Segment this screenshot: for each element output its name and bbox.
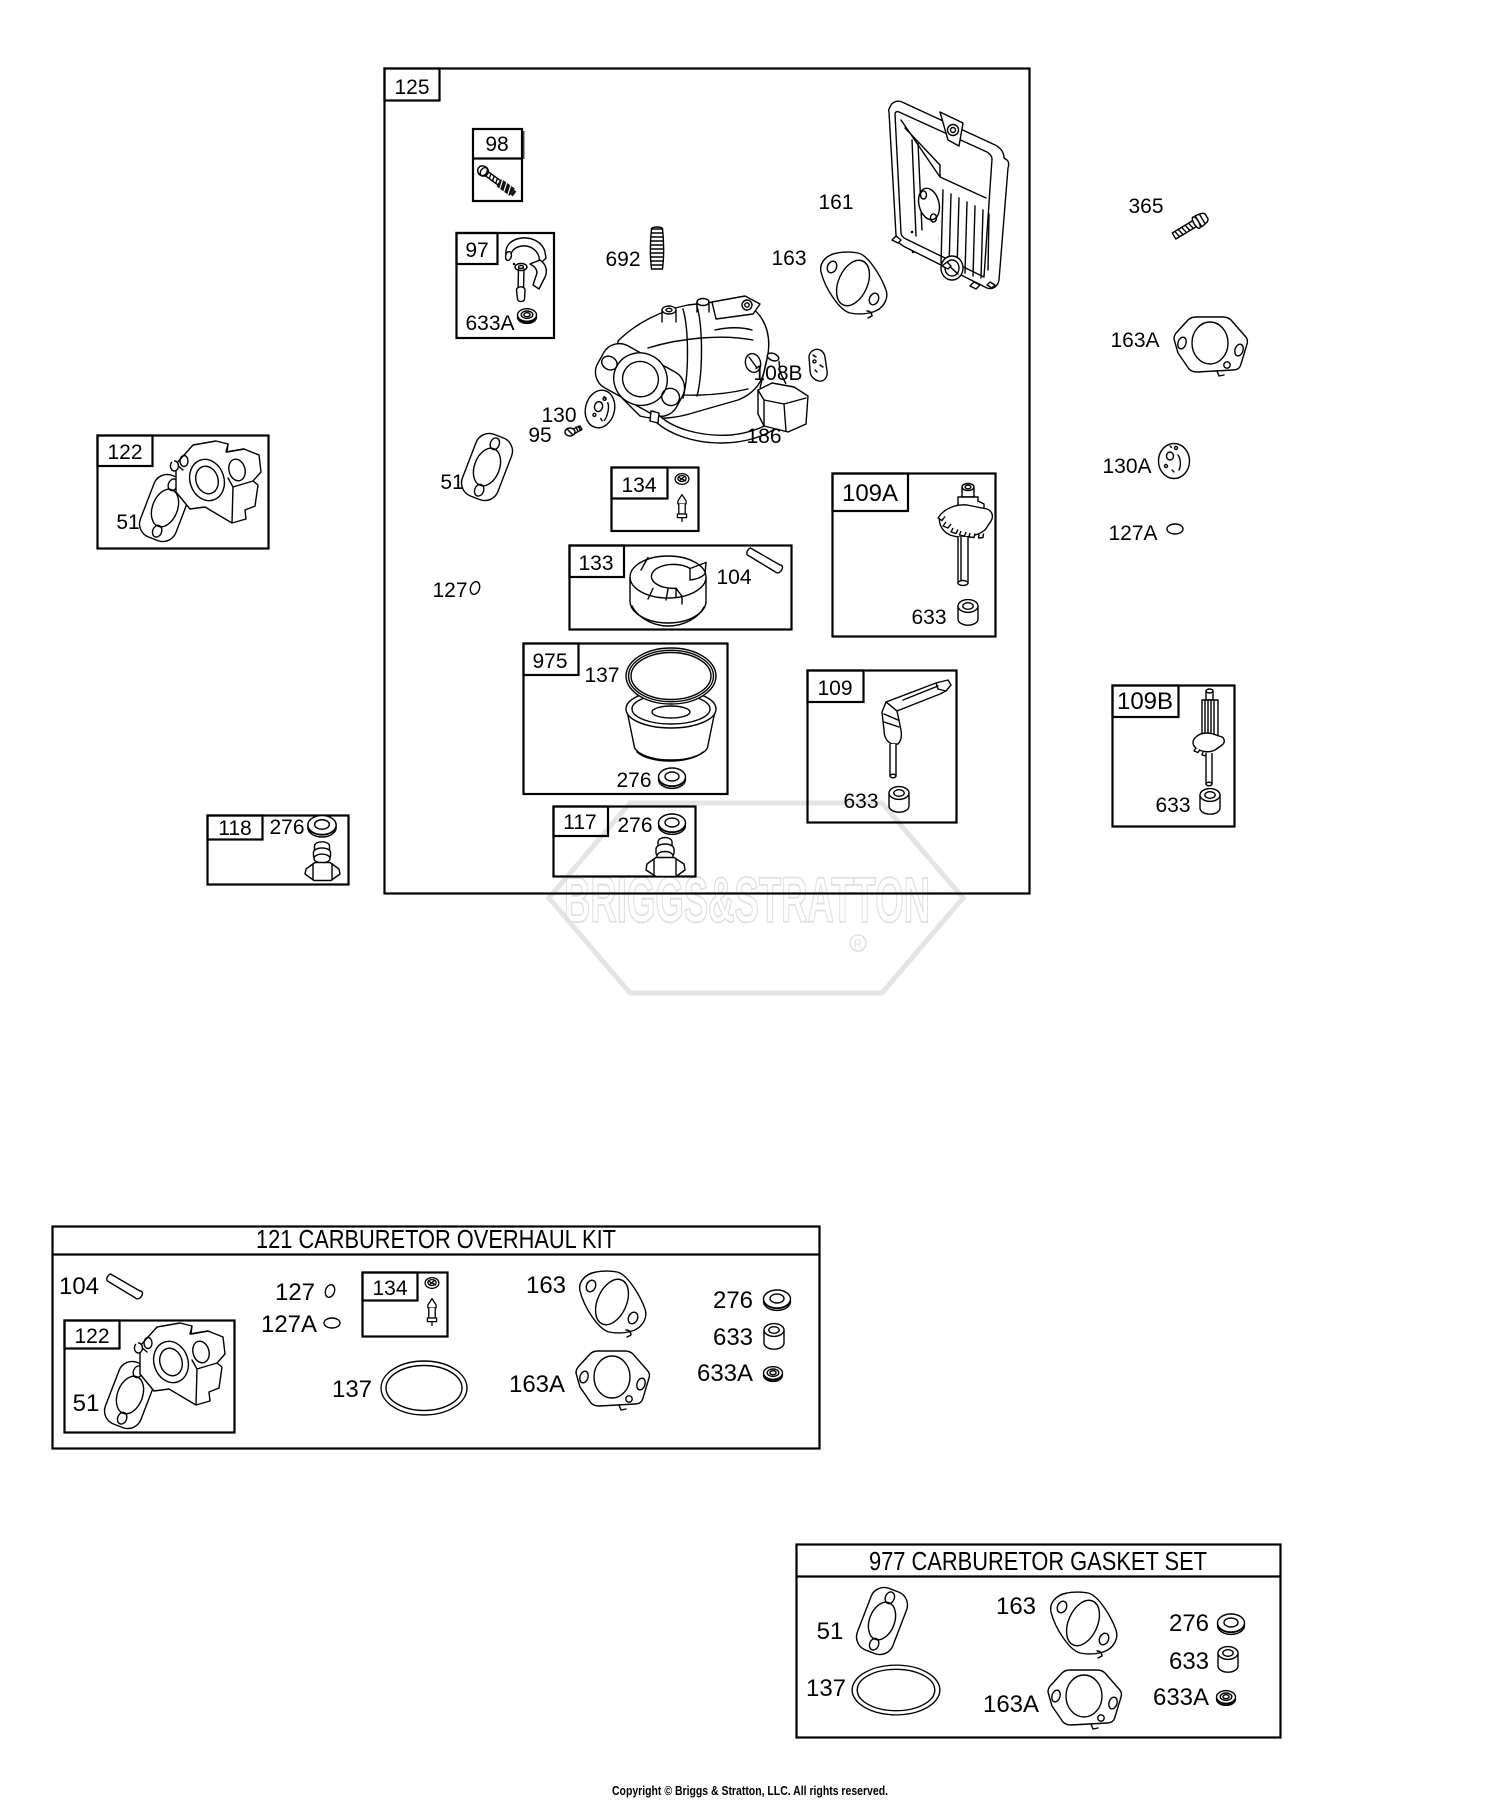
svg-text:163: 163 xyxy=(526,1272,566,1299)
svg-text:186: 186 xyxy=(746,425,781,448)
svg-text:633: 633 xyxy=(1169,1648,1209,1675)
svg-text:127: 127 xyxy=(275,1279,315,1306)
svg-text:125: 125 xyxy=(394,76,429,99)
svg-text:118: 118 xyxy=(218,817,251,840)
svg-text:163A: 163A xyxy=(1110,329,1159,352)
svg-text:122: 122 xyxy=(107,441,142,464)
svg-text:104: 104 xyxy=(59,1273,99,1300)
svg-text:117: 117 xyxy=(563,811,596,834)
svg-text:Copyright © Briggs & Stratton,: Copyright © Briggs & Stratton, LLC. All … xyxy=(612,1783,888,1798)
svg-text:633: 633 xyxy=(911,606,946,629)
svg-text:365: 365 xyxy=(1128,195,1163,218)
svg-text:130A: 130A xyxy=(1102,455,1151,478)
svg-text:109: 109 xyxy=(817,677,852,700)
svg-text:276: 276 xyxy=(1169,1610,1209,1637)
svg-text:163A: 163A xyxy=(509,1371,565,1398)
svg-text:977 CARBURETOR GASKET SET: 977 CARBURETOR GASKET SET xyxy=(869,1546,1207,1576)
svg-text:133: 133 xyxy=(578,552,613,575)
svg-text:161: 161 xyxy=(818,191,853,214)
svg-text:276: 276 xyxy=(617,814,652,837)
svg-text:109B: 109B xyxy=(1117,688,1173,715)
svg-text:127A: 127A xyxy=(261,1311,317,1338)
svg-text:127: 127 xyxy=(432,579,467,602)
svg-text:95: 95 xyxy=(528,424,551,447)
svg-text:108B: 108B xyxy=(753,362,802,385)
svg-text:633: 633 xyxy=(843,790,878,813)
svg-text:51: 51 xyxy=(73,1390,100,1417)
svg-text:163: 163 xyxy=(996,1593,1036,1620)
svg-text:276: 276 xyxy=(269,816,304,839)
svg-text:137: 137 xyxy=(806,1675,846,1702)
svg-text:163A: 163A xyxy=(983,1691,1039,1718)
svg-text:276: 276 xyxy=(713,1287,753,1314)
svg-text:137: 137 xyxy=(332,1376,372,1403)
svg-text:51: 51 xyxy=(817,1618,844,1645)
svg-text:692: 692 xyxy=(605,248,640,271)
svg-text:130: 130 xyxy=(541,404,576,427)
svg-text:276: 276 xyxy=(616,769,651,792)
svg-text:127A: 127A xyxy=(1108,522,1157,545)
svg-text:51: 51 xyxy=(116,511,139,534)
svg-text:137: 137 xyxy=(584,664,619,687)
svg-text:633A: 633A xyxy=(465,312,514,335)
svg-text:104: 104 xyxy=(716,566,751,589)
svg-text:134: 134 xyxy=(372,1277,407,1300)
svg-text:R: R xyxy=(854,937,863,951)
svg-text:BRIGGS&STRATTON: BRIGGS&STRATTON xyxy=(564,864,930,936)
svg-text:633A: 633A xyxy=(697,1360,753,1387)
svg-text:98: 98 xyxy=(485,133,508,156)
svg-text:633: 633 xyxy=(1155,794,1190,817)
svg-text:121 CARBURETOR OVERHAUL KIT: 121 CARBURETOR OVERHAUL KIT xyxy=(256,1224,616,1254)
svg-text:975: 975 xyxy=(532,650,567,673)
svg-text:122: 122 xyxy=(74,1325,109,1348)
svg-text:163: 163 xyxy=(771,247,806,270)
svg-text:97: 97 xyxy=(465,239,488,262)
svg-text:109A: 109A xyxy=(842,480,898,507)
svg-text:633: 633 xyxy=(713,1324,753,1351)
svg-text:134: 134 xyxy=(621,474,656,497)
svg-text:51: 51 xyxy=(440,471,463,494)
svg-text:633A: 633A xyxy=(1153,1684,1209,1711)
